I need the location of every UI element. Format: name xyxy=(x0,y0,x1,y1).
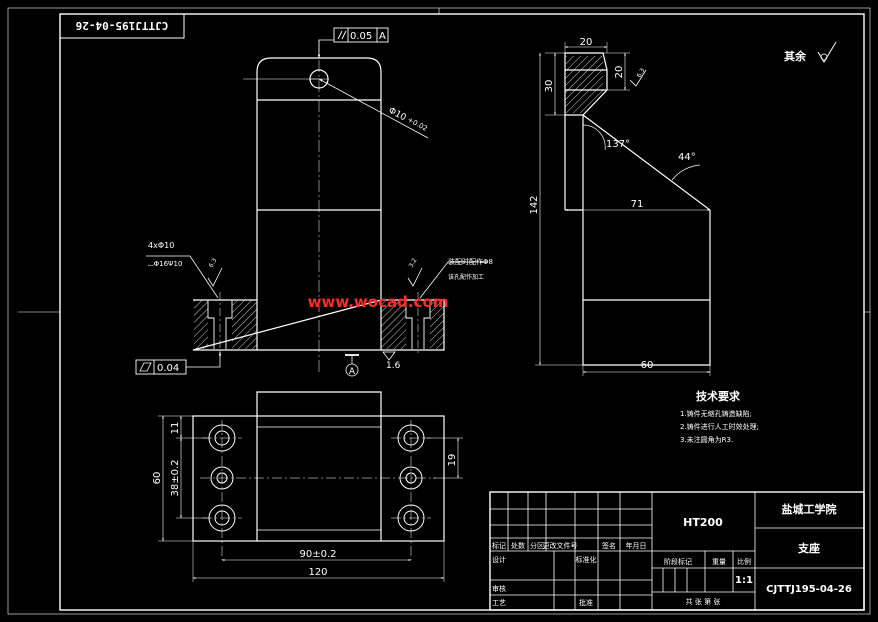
dim-top-height: 20 xyxy=(614,66,625,79)
drawing-number-label: CJTTJ195-04-26 xyxy=(766,584,852,595)
side-view xyxy=(535,42,711,376)
rough-top-value: 6.3 xyxy=(636,67,647,79)
hole-dia-label: Φ10 xyxy=(387,106,408,124)
weight-label: 重量 xyxy=(712,558,726,566)
material-label: HT200 xyxy=(683,516,723,529)
standardize-label: 标准化 xyxy=(576,555,597,564)
title-stamp: CJTTJ195-04-26 xyxy=(59,13,185,39)
parallelism-value: 0.05 xyxy=(350,31,372,42)
side-view-labels: 20 20 30 142 71 60 137° 44° 6.3 xyxy=(529,37,696,371)
title-stamp-text: CJTTJ195-04-26 xyxy=(75,19,168,32)
school-label: 盐城工学院 xyxy=(782,502,837,516)
tech-req-item-3: 3.未注圆角为R3. xyxy=(680,435,733,444)
dim-chamfer-len: 71 xyxy=(631,199,644,210)
parallelism-frame: 0.05 A xyxy=(333,27,389,43)
counterbore-note: ⌴Φ16Ψ10 xyxy=(148,260,182,268)
dim-top-width: 20 xyxy=(580,37,593,48)
row-label-5: 签名 xyxy=(602,541,616,550)
dim-base-width: 60 xyxy=(641,360,654,371)
right-note: 装配时配作Φ8 xyxy=(448,257,493,266)
rough-bottom-value: 1.6 xyxy=(386,361,401,371)
watermark: www.wocad.com xyxy=(308,293,449,311)
surface-finish-note: 其余 xyxy=(784,41,837,63)
dim-11: 11 xyxy=(170,422,181,435)
drawing-border xyxy=(7,7,871,615)
check-label: 审核 xyxy=(492,584,506,593)
angle-right: 44° xyxy=(678,152,696,163)
tech-req-title: 技术要求 xyxy=(696,389,741,403)
front-view xyxy=(146,39,488,377)
stage-mark-label: 阶段标记 xyxy=(664,557,692,566)
row-label-4: 更改文件号 xyxy=(543,541,578,550)
roughness-symbol xyxy=(817,41,837,63)
row-label-1: 标记 xyxy=(492,541,506,550)
scale-value: 1:1 xyxy=(735,575,753,586)
holes-note: 4xΦ10 xyxy=(148,241,174,250)
rough-left-value: 6.3 xyxy=(208,257,219,269)
angle-left: 137° xyxy=(606,139,630,150)
dim-19: 19 xyxy=(447,454,458,467)
tech-req-item-2: 2.铸件进行人工时效处理; xyxy=(680,422,759,431)
flatness-frame: 0.04 xyxy=(135,359,187,375)
plan-view xyxy=(158,391,463,582)
sheets-label: 共 张 第 张 xyxy=(686,597,721,606)
dim-90: 90±0.2 xyxy=(299,549,336,560)
dim-38: 38±0.2 xyxy=(170,459,181,496)
flatness-value: 0.04 xyxy=(157,363,179,374)
process-label: 工艺 xyxy=(492,599,506,607)
plan-view-labels: 11 38±0.2 60 19 90±0.2 120 xyxy=(152,422,458,578)
datum-label: A xyxy=(349,367,356,377)
row-label-6: 年月日 xyxy=(626,541,647,550)
rough-right-value: 3.2 xyxy=(408,257,419,269)
surface-note-text: 其余 xyxy=(784,49,807,63)
right-note-2: 该孔配作加工 xyxy=(448,273,484,281)
dim-top-total: 30 xyxy=(544,80,555,93)
parallelism-datum: A xyxy=(379,31,386,42)
dim-120: 120 xyxy=(308,567,327,578)
dim-height: 142 xyxy=(529,195,540,214)
approve-label: 批准 xyxy=(579,598,593,607)
hole-tol-label: +0.02 xyxy=(406,116,429,133)
dim-60: 60 xyxy=(152,472,163,485)
design-label: 设计 xyxy=(492,555,506,564)
part-name-label: 支座 xyxy=(797,541,820,555)
tech-req-item-1: 1.铸件无缩孔铸造缺陷; xyxy=(680,409,752,418)
row-label-3: 分区 xyxy=(530,541,544,550)
technical-requirements: 技术要求 1.铸件无缩孔铸造缺陷; 2.铸件进行人工时效处理; 3.未注圆角为R… xyxy=(680,389,759,444)
scale-label: 比例 xyxy=(737,557,751,566)
title-block-text: HT200 盐城工学院 支座 CJTTJ195-04-26 1:1 标记 处数 … xyxy=(492,502,852,607)
row-label-2: 处数 xyxy=(511,541,525,550)
title-block xyxy=(489,491,865,611)
